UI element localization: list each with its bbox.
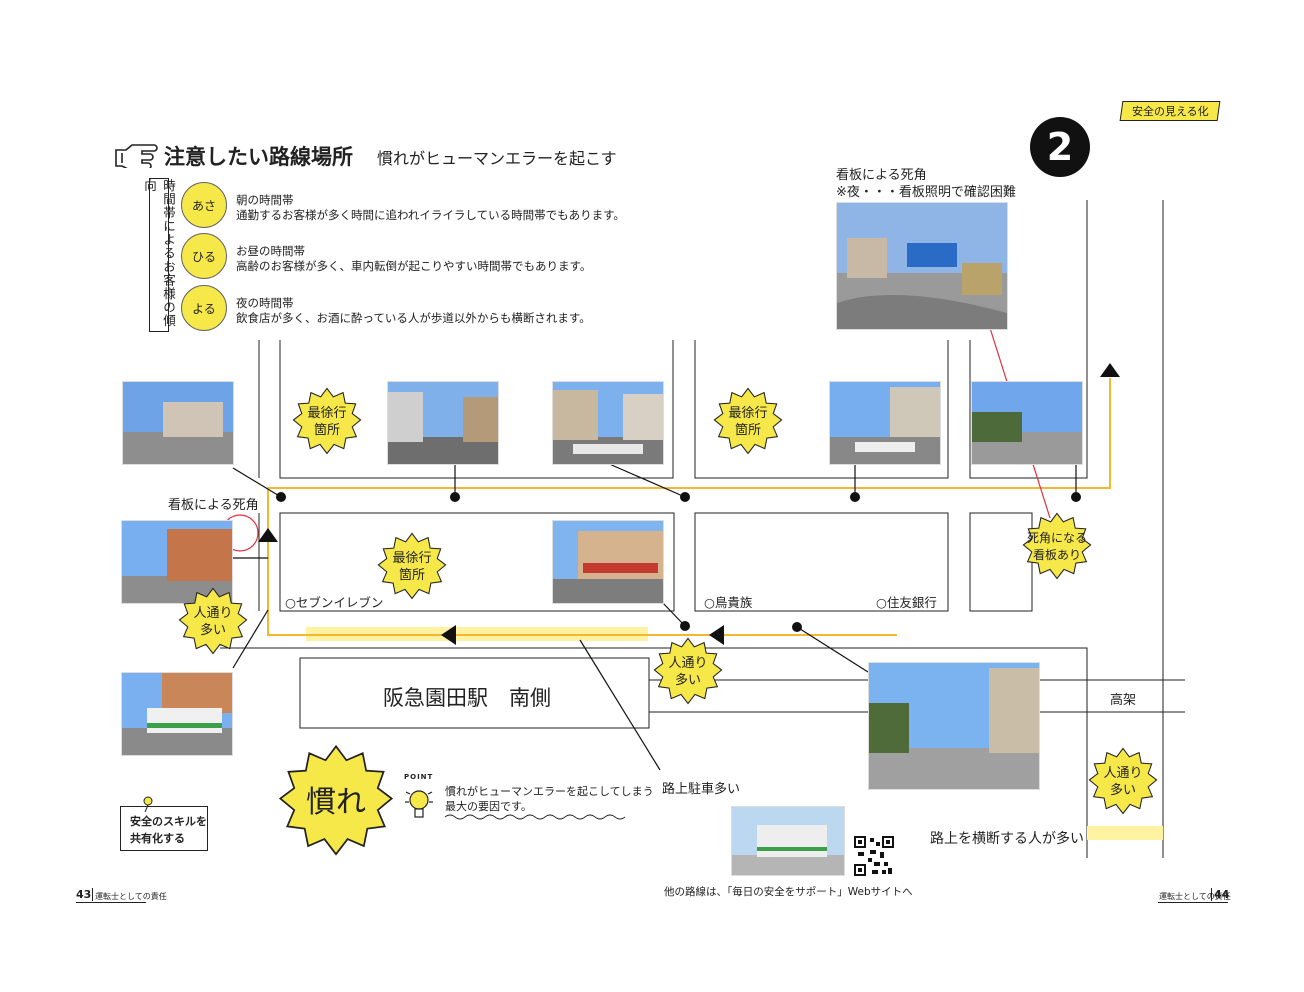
section-tag-label: 安全の見える化 (1132, 105, 1209, 118)
burst-shape (292, 387, 362, 455)
time-trends-vertical-label: 時間帯によるお客様の傾向 (142, 178, 176, 332)
page-number-right: 44 (1214, 888, 1230, 901)
burst-slow-1: 最徐行箇所 (292, 387, 362, 457)
lightbulb-icon (405, 790, 433, 818)
badge-morning: あさ (181, 182, 227, 228)
page-number-left: 43 (76, 888, 92, 901)
signboard-night-note: ※夜・・・看板照明で確認困難 (836, 185, 1016, 200)
burst-text: 人通り (1103, 766, 1143, 781)
night-title: 夜の時間帯 (236, 296, 294, 310)
qr-code-icon[interactable] (854, 836, 894, 876)
burst-blind-signboard: 死角になる看板あり (1022, 512, 1092, 582)
burst-text: 人通り (668, 656, 708, 671)
page-title: 注意したい路線場所 (164, 145, 353, 169)
photo-street-4 (829, 381, 941, 465)
step-number: 2 (1046, 125, 1074, 169)
badge-night: よる (181, 285, 227, 331)
step-number-badge: 2 (1030, 117, 1090, 177)
skill-share-card (120, 806, 208, 851)
point-label: POINT (404, 773, 434, 781)
burst-slow-3: 最徐行箇所 (377, 532, 447, 602)
signboard-blindspot-top: 看板による死角 (836, 168, 927, 183)
burst-nare: 慣れ (278, 744, 394, 860)
badge-morning-text: あさ (191, 198, 216, 213)
noon-desc: 高齢のお客様が多く、車内転倒が起こりやすい時間帯でもあります。 (236, 259, 592, 273)
footer-label-right: 運転士としての責任 (1159, 892, 1231, 901)
morning-desc: 通勤するお客様が多く時間に追われイライラしている時間帯でもあります。 (236, 208, 625, 222)
store-seven-eleven: ○セブンイレブン (285, 595, 384, 610)
point-line-2: 最大の要因です。 (445, 800, 532, 813)
vertical-label-text: 時間帯によるお客様の傾向 (142, 179, 176, 328)
badge-night-text: よる (192, 301, 216, 316)
morning-title: 朝の時間帯 (236, 193, 294, 207)
burst-text: 箇所 (734, 423, 761, 438)
store-sumitomo-bank: ○住友銀行 (876, 595, 937, 610)
noon-title: お昼の時間帯 (236, 244, 305, 258)
burst-text: 箇所 (398, 568, 425, 583)
point-line-1: 慣れがヒューマンエラーを起こしてしまう (445, 785, 654, 798)
pointing-hand-icon (115, 144, 158, 168)
burst-text: 最徐行 (728, 406, 768, 421)
burst-text: 人通り (193, 606, 233, 621)
photo-seven-eleven (552, 520, 664, 604)
footer-label-left: 運転士としての責任 (95, 892, 167, 901)
burst-text: 看板あり (1032, 548, 1081, 562)
badge-noon: ひる (181, 233, 227, 279)
photo-bus (121, 672, 233, 756)
burst-nare-text: 慣れ (306, 784, 366, 820)
photo-street-5 (971, 381, 1083, 465)
footer-divider-left (92, 888, 93, 901)
store-torikizoku: ○鳥貴族 (704, 595, 753, 610)
burst-people-1: 人通り多い (178, 587, 248, 657)
badge-noon-text: ひる (191, 249, 216, 264)
photo-street-2 (387, 381, 499, 465)
signboard-blindspot-left: 看板による死角 (168, 498, 259, 513)
burst-people-2: 人通り多い (653, 637, 723, 707)
street-parking-label: 路上駐車多い (662, 782, 741, 797)
footer-divider-right (1211, 888, 1212, 901)
burst-text: 多い (1109, 783, 1136, 798)
night-desc: 飲食店が多く、お酒に酔っている人が歩道以外からも横断されます。 (236, 311, 591, 325)
photo-station-street (868, 662, 1040, 790)
website-note[interactable]: 他の路線は、「毎日の安全をサポート」Webサイトへ (664, 886, 913, 898)
skill-card-line-2: 共有化する (130, 832, 185, 845)
pin-icon (143, 796, 153, 812)
photo-street-3 (552, 381, 664, 465)
burst-people-3: 人通り多い (1088, 747, 1158, 817)
photo-signboard (836, 202, 1008, 330)
footer-rule-left (76, 902, 146, 903)
burst-text: 最徐行 (392, 551, 432, 566)
footer-rule-right (1158, 902, 1228, 903)
station-label: 阪急園田駅 南側 (383, 686, 551, 710)
burst-text: 最徐行 (307, 406, 347, 421)
burst-text: 箇所 (313, 423, 340, 438)
photo-street-1 (122, 381, 234, 465)
burst-text: 多い (199, 623, 226, 638)
skill-card-line-1: 安全のスキルを (130, 815, 207, 828)
jaywalking-label: 路上を横断する人が多い (930, 831, 1084, 847)
photo-bus-website (731, 806, 845, 876)
burst-slow-2: 最徐行箇所 (713, 387, 783, 457)
page-subtitle: 慣れがヒューマンエラーを起こす (377, 149, 617, 168)
elevated-label: 高架 (1110, 693, 1137, 708)
burst-text: 多い (674, 673, 701, 688)
burst-text: 死角になる (1026, 531, 1087, 545)
